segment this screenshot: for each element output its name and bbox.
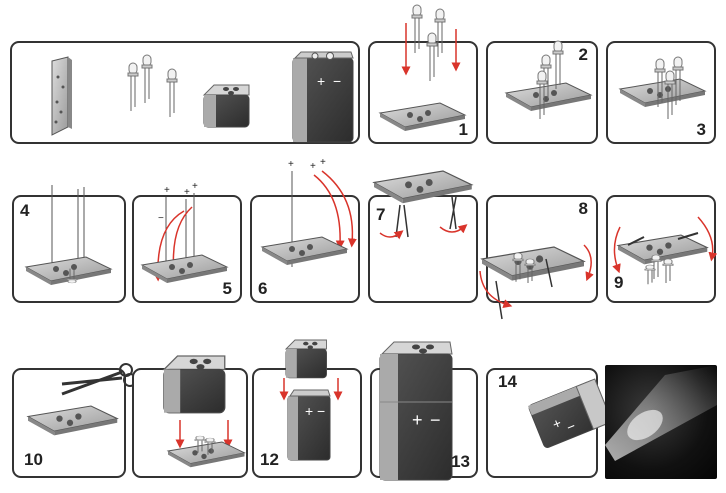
wire-plus-label: + <box>288 159 294 170</box>
step-11-illustration <box>163 355 245 468</box>
led-part <box>141 54 153 104</box>
battery-plus-label: + <box>305 403 313 419</box>
step-8-panel: 8 <box>479 195 598 320</box>
step-5-illustration: + + + − <box>141 181 228 284</box>
light-beam-illustration <box>605 365 717 461</box>
step-9-illustration <box>612 216 718 285</box>
step-number: 4 <box>20 201 30 220</box>
step-6-panel: + + + 6 <box>250 157 360 303</box>
step-number: 3 <box>696 120 706 139</box>
step-3-panel: 3 <box>606 41 716 144</box>
wire-plus-label: + <box>164 185 170 196</box>
step-7-illustration <box>373 170 473 240</box>
step-14-panel: + − 14 <box>486 368 613 478</box>
step-number: 5 <box>222 279 232 298</box>
perfboard-part <box>51 56 72 136</box>
step-number: 9 <box>614 273 624 292</box>
battery-minus-label: − <box>317 403 325 419</box>
step-4-illustration <box>25 185 112 286</box>
step-number: 2 <box>578 45 588 64</box>
step-number: 12 <box>260 450 279 469</box>
step-number: 7 <box>376 205 386 224</box>
step-number: 1 <box>458 120 468 139</box>
step-10-illustration <box>27 363 137 436</box>
scissors-icon <box>61 363 137 396</box>
battery-minus-label: − <box>333 73 341 89</box>
step-12-panel: + − 12 <box>252 339 362 478</box>
step-number: 10 <box>24 450 43 469</box>
step-4-panel: 4 <box>12 185 126 303</box>
step-13-panel: + − 13 <box>370 341 478 481</box>
led-part <box>166 68 178 118</box>
step-number: 8 <box>578 199 588 218</box>
step-7-panel: 7 <box>368 170 478 303</box>
battery-part: + − <box>292 51 354 143</box>
step-13-illustration: + − <box>379 341 453 481</box>
step-1-panel: 1 <box>368 4 478 144</box>
step-number: 14 <box>498 372 517 391</box>
step-1-illustration <box>379 4 466 132</box>
parts-panel: + − <box>10 41 360 144</box>
step-10-panel: 10 <box>12 363 137 478</box>
step-14-illustration: + − <box>528 378 613 448</box>
battery-plus-label: + <box>412 410 423 430</box>
parts-illustration: + − <box>51 51 354 143</box>
wire-minus-label: − <box>158 213 164 224</box>
glowing-light-photo <box>605 365 717 479</box>
led-part <box>127 62 139 112</box>
battery-plus-label: + <box>317 73 325 89</box>
step-11-panel <box>132 355 248 478</box>
step-2-panel: 2 <box>486 40 598 144</box>
step-9-panel: 9 <box>606 195 718 303</box>
step-number: 6 <box>258 279 268 298</box>
wire-plus-label: + <box>184 187 190 198</box>
wire-plus-label: + <box>192 181 198 192</box>
cap-cube-part <box>203 84 250 128</box>
wire-plus-label: + <box>320 157 326 168</box>
step-8-illustration <box>479 244 594 320</box>
step-number: 13 <box>451 452 470 471</box>
step-12-illustration: + − <box>279 339 343 461</box>
step-5-panel: + + + − 5 <box>132 181 242 303</box>
wire-plus-label: + <box>310 161 316 172</box>
step-6-illustration: + + + <box>261 157 357 267</box>
battery-minus-label: − <box>430 410 441 430</box>
